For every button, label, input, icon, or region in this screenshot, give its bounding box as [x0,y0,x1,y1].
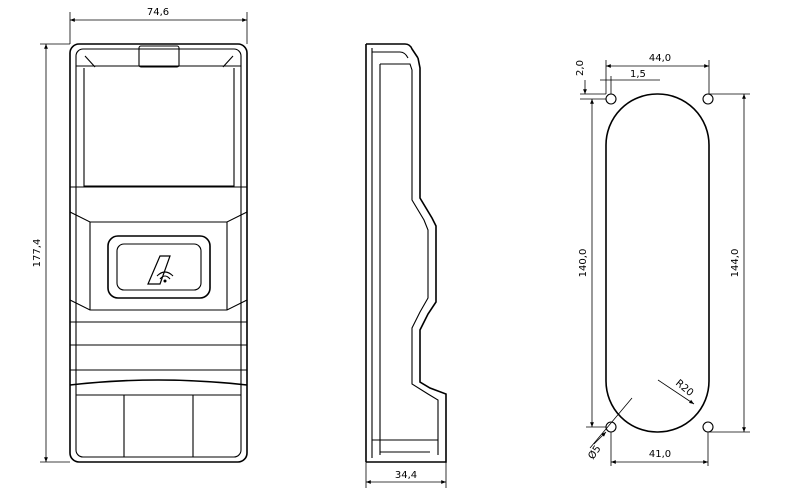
mounting-cutout [605,93,710,433]
mounting-template: 44,0 1,5 2,0 140,0 144,0 R20 Ø5 41,0 [575,53,750,466]
rfid-logo-icon [147,255,174,285]
reader-window [107,235,211,299]
front-width-label: 74,6 [147,7,169,18]
template-left-height-label: 140,0 [578,249,589,278]
template-right-height-label: 144,0 [730,249,741,278]
side-depth-label: 34,4 [395,470,417,481]
side-view: 34,4 [365,43,447,488]
mounting-hole-bottom-right [702,421,714,433]
side-profile [366,57,447,463]
mounting-hole-top-right [702,93,714,105]
template-hole-diameter-label: Ø5 [586,443,604,462]
mounting-hole-top-left [605,93,617,105]
front-height-label: 177,4 [32,239,43,268]
template-bottom-width-label: 41,0 [649,449,671,460]
top-cap-center [138,45,180,68]
template-radius-label: R20 [673,378,695,399]
template-top-offset-label: 2,0 [575,60,586,76]
front-view: 74,6 177,4 [32,7,248,463]
template-top-width-label: 44,0 [649,53,671,64]
device-outline [69,43,248,463]
template-hole-diameter-leader [589,397,633,449]
template-radius-leader [657,379,695,405]
template-hole-inset-label: 1,5 [630,69,646,80]
